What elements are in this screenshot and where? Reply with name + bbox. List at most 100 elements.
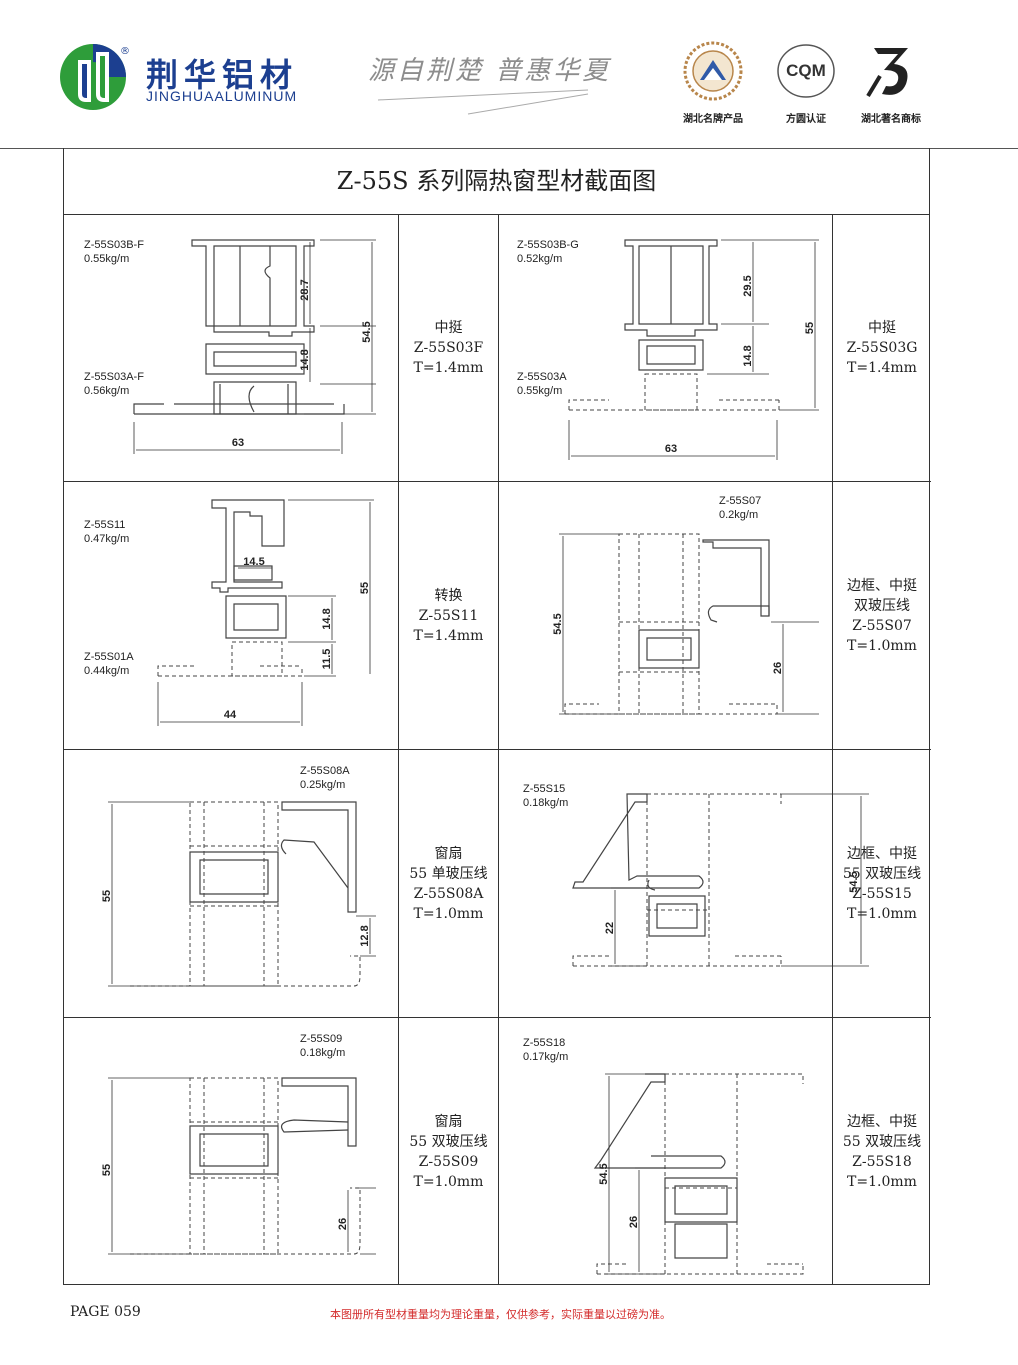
desc-line: 中挺	[868, 319, 896, 336]
desc-line: 55 双玻压线	[842, 1133, 922, 1150]
desc-line: 边框、中挺	[847, 845, 917, 862]
weight-label: 0.17kg/m	[523, 1051, 569, 1063]
drawing-cell-4: Z-55S07 0.2kg/m 54.5 26	[499, 482, 833, 750]
dimension-label: 14.8	[742, 345, 754, 366]
desc-line: T=1.0mm	[847, 905, 917, 922]
dimension-label: 28.7	[299, 279, 311, 300]
part-label: Z-55S08A	[300, 765, 350, 777]
dimension-label: 55	[101, 1164, 113, 1176]
profile-drawing-icon: 28.7 14.8 54.5 63	[133, 239, 376, 454]
desc-line: Z-55S07	[852, 617, 912, 634]
badge-hubei-brand: 湖北名牌产品	[682, 40, 744, 125]
svg-text:CQM: CQM	[786, 61, 826, 80]
weight-label: 0.55kg/m	[84, 253, 130, 265]
slogan: 源自荆楚 普惠华夏	[368, 56, 612, 86]
badge-caption: 湖北名牌产品	[683, 114, 743, 125]
drawing-cell-5: Z-55S08A 0.25kg/m 55 12.8	[64, 750, 399, 1018]
desc-line: Z-55S11	[418, 607, 479, 624]
company-logo-icon	[60, 44, 126, 110]
desc-line: 边框、中挺	[847, 1113, 917, 1130]
dimension-label: 11.5	[321, 649, 333, 670]
description-cell-1: 中挺 Z-55S03F T=1.4mm	[399, 214, 499, 482]
badge-hubei-trademark: 湖北著名商标	[860, 40, 922, 125]
dimension-label: 14.5	[243, 556, 264, 568]
desc-line: T=1.0mm	[847, 1173, 917, 1190]
page-header: ® 荆华铝材 JINGHUAALUMINUM 源自荆楚 普惠华夏 湖北名牌产品 …	[0, 0, 1018, 149]
profile-drawing-icon: 14.5 14.8 11.5 55 44	[157, 499, 374, 726]
part-label: Z-55S01A	[84, 651, 134, 663]
desc-line: T=1.0mm	[413, 1173, 484, 1190]
dimension-label: 44	[224, 709, 237, 721]
hubei-brand-seal-icon	[683, 41, 743, 101]
description-cell-6: 边框、中挺 55 双玻压线 Z-55S15 T=1.0mm	[833, 750, 931, 1018]
dimension-label: 54.5	[552, 613, 564, 634]
profile-drawing-icon: 54.5 26	[552, 533, 819, 715]
weight-label: 0.44kg/m	[84, 665, 130, 677]
desc-line: 双玻压线	[854, 597, 910, 614]
weight-label: 0.52kg/m	[517, 253, 563, 265]
drawing-cell-7: Z-55S09 0.18kg/m 55 26	[64, 1018, 399, 1285]
desc-line: T=1.4mm	[413, 627, 484, 644]
slogan-underline-icon	[377, 89, 589, 115]
weight-label: 0.18kg/m	[300, 1047, 346, 1059]
badge-cqm: CQM 方圆认证	[776, 40, 836, 125]
weight-label: 0.18kg/m	[523, 797, 569, 809]
part-label: Z-55S11	[84, 519, 126, 531]
dimension-label: 54.5	[848, 871, 860, 892]
part-label: Z-55S03A	[517, 371, 567, 383]
description-cell-2: 中挺 Z-55S03G T=1.4mm	[833, 214, 931, 482]
part-label: Z-55S07	[719, 495, 762, 507]
description-cell-3: 转换 Z-55S11 T=1.4mm	[399, 482, 499, 750]
part-label: Z-55S18	[523, 1037, 566, 1049]
badge-caption: 湖北著名商标	[861, 114, 921, 125]
dimension-label: 26	[337, 1218, 349, 1230]
desc-line: T=1.0mm	[413, 905, 484, 922]
weight-label: 0.25kg/m	[300, 779, 346, 791]
desc-line: Z-55S18	[852, 1153, 912, 1170]
drawing-cell-6: Z-55S15 0.18kg/m 22 54.5	[499, 750, 869, 1018]
weight-label: 0.2kg/m	[719, 509, 759, 521]
hubei-trademark-icon	[866, 48, 908, 98]
desc-line: Z-55S08A	[413, 885, 484, 902]
page-title: Z-55S 系列隔热窗型材截面图	[64, 148, 929, 215]
part-label: Z-55S15	[523, 783, 566, 795]
dimension-label: 29.5	[742, 275, 754, 296]
description-cell-5: 窗扇 55 单玻压线 Z-55S08A T=1.0mm	[399, 750, 499, 1018]
drawing-cell-1: Z-55S03B-F 0.55kg/m Z-55S03A-F 0.56kg/m …	[64, 214, 399, 482]
description-cell-4: 边框、中挺 双玻压线 Z-55S07 T=1.0mm	[833, 482, 931, 750]
part-label: Z-55S03B-G	[517, 239, 579, 251]
profile-table: Z-55S 系列隔热窗型材截面图 Z-55S03B-F 0.55kg/m Z-5…	[63, 148, 931, 1285]
desc-line: T=1.0mm	[847, 637, 917, 654]
dimension-label: 63	[232, 437, 244, 449]
profile-drawing-icon: 55 12.8	[101, 801, 376, 987]
drawing-cell-2: Z-55S03B-G 0.52kg/m Z-55S03A 0.55kg/m 29…	[499, 214, 833, 482]
weight-disclaimer: 本图册所有型材重量均为理论重量，仅供参考，实际重量以过磅为准。	[330, 1308, 671, 1321]
cqm-certification-icon: CQM	[777, 44, 835, 98]
desc-line: 55 双玻压线	[842, 865, 922, 882]
profile-drawing-icon: 22 54.5	[572, 793, 869, 967]
dimension-label: 54.5	[361, 321, 373, 342]
dimension-label: 54.5	[598, 1163, 610, 1184]
weight-label: 0.47kg/m	[84, 533, 130, 545]
dimension-label: 63	[665, 443, 677, 455]
desc-line: 窗扇	[434, 1113, 463, 1130]
part-label: Z-55S03B-F	[84, 239, 144, 251]
badge-caption: 方圆认证	[786, 114, 826, 125]
weight-label: 0.55kg/m	[517, 385, 563, 397]
part-label: Z-55S03A-F	[84, 371, 144, 383]
description-cell-8: 边框、中挺 55 双玻压线 Z-55S18 T=1.0mm	[833, 1018, 931, 1285]
desc-line: T=1.4mm	[847, 359, 917, 376]
dimension-label: 55	[359, 582, 371, 594]
description-cell-7: 窗扇 55 双玻压线 Z-55S09 T=1.0mm	[399, 1018, 499, 1285]
desc-line: 55 单玻压线	[409, 865, 488, 882]
dimension-label: 14.8	[299, 349, 311, 370]
profile-drawing-icon: 29.5 14.8 55 63	[568, 239, 819, 460]
registered-mark: ®	[120, 46, 130, 57]
brand-name-en: JINGHUAALUMINUM	[146, 88, 298, 104]
part-label: Z-55S09	[300, 1033, 343, 1045]
profile-drawing-icon: 54.5 26	[593, 1073, 804, 1275]
profile-drawing-icon: 55 26	[101, 1077, 376, 1255]
dimension-label: 55	[804, 322, 816, 334]
brand-name-cn: 荆华铝材	[146, 56, 299, 94]
desc-line: T=1.4mm	[413, 359, 484, 376]
